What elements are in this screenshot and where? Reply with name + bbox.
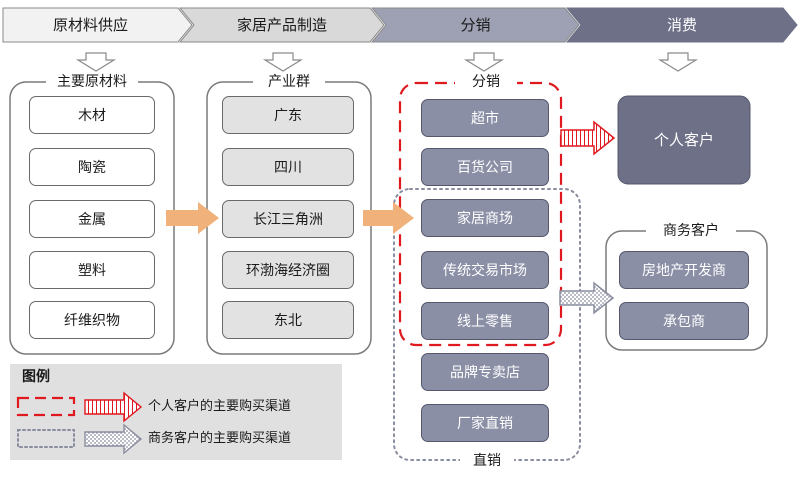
legend-business-channel: 商务客户的主要购买渠道 <box>148 431 292 446</box>
cluster-northeast: 东北 <box>222 301 354 339</box>
legend-panel <box>10 364 342 460</box>
direct-sales-label: 直销 <box>460 452 514 470</box>
stage-chevron-raw <box>2 7 193 43</box>
raw-material-fiber: 纤维织物 <box>29 301 155 339</box>
business-channel-frame <box>393 188 581 461</box>
legend-individual-channel: 个人客户的主要购买渠道 <box>148 399 292 414</box>
clusters-title: 产业群 <box>253 73 325 91</box>
down-arrow-icon <box>75 52 699 72</box>
raw-material-plastic: 塑料 <box>29 251 155 289</box>
distribution-title: 分销 <box>455 73 517 91</box>
business-channel-arrow <box>559 281 615 315</box>
channel-online-retail: 线上零售 <box>421 302 549 340</box>
raw-material-ceramic: 陶瓷 <box>29 148 155 186</box>
channel-home-mall: 家居商场 <box>421 199 549 237</box>
stage-label-consumption: 消费 <box>666 16 697 34</box>
legend-red-arrow-icon <box>84 391 143 423</box>
raw-material-wood: 木材 <box>29 96 155 134</box>
channel-brand-store: 品牌专卖店 <box>421 353 549 391</box>
channel-department-store: 百货公司 <box>421 148 549 186</box>
channel-factory-direct: 厂家直销 <box>421 404 549 442</box>
cluster-sichuan: 四川 <box>222 148 354 186</box>
flow-arrow-clusters-to-distribution <box>363 202 414 234</box>
individual-customer-box <box>617 95 751 185</box>
stage-chevron-manufacturing <box>178 7 385 43</box>
business-customer-title: 商务客户 <box>646 222 736 240</box>
flow-arrow-materials-to-clusters <box>166 202 219 234</box>
stage-label-raw: 原材料供应 <box>52 16 128 34</box>
channel-traditional-market: 传统交易市场 <box>421 251 549 289</box>
business-contractor: 承包商 <box>619 302 749 340</box>
stage-label-manufacturing: 家居产品制造 <box>236 16 327 34</box>
raw-material-metal: 金属 <box>29 200 155 238</box>
individual-customer-label: 个人客户 <box>653 131 714 149</box>
raw-materials-title: 主要原材料 <box>46 73 138 91</box>
legend-red-dash-sample <box>16 396 76 417</box>
business-real-estate-developer: 房地产开发商 <box>619 251 749 289</box>
stage-label-distribution: 分销 <box>460 16 491 34</box>
cluster-yangtze-delta: 长江三角洲 <box>222 200 354 238</box>
stage-chevron-distribution <box>370 7 580 43</box>
stage-chevron-consumption <box>565 7 798 43</box>
legend-grey-arrow-icon <box>84 423 143 455</box>
cluster-bohai-rim: 环渤海经济圈 <box>222 251 354 289</box>
individual-channel-arrow <box>560 120 616 156</box>
cluster-guangdong: 广东 <box>222 96 354 134</box>
channel-supermarket: 超市 <box>421 99 549 137</box>
legend-title: 图例 <box>22 369 50 385</box>
legend-grey-dot-sample <box>17 429 75 448</box>
